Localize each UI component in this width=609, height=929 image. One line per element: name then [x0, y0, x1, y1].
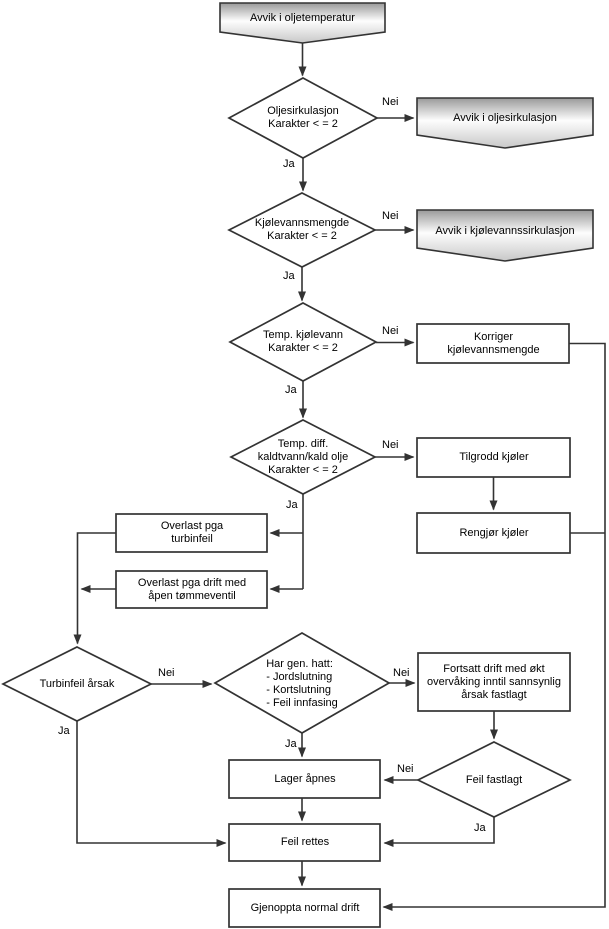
terminator-start: Avvik i oljetemperatur [250, 12, 355, 24]
terminator-avvik-kjolevannssirkulasjon-shape [416, 209, 594, 262]
connector-korriger-to-gjenoppta [382, 342, 606, 911]
decision-turbinfeil-arsak: Turbinfeil årsak [39, 677, 115, 690]
process-feil-rettes: Feil rettes [280, 836, 330, 848]
branch-label-nei-feil-fastlagt: Nei [397, 763, 414, 775]
process-gjenoppta-normal-drift: Gjenoppta normal drift [250, 901, 360, 914]
branch-label-nei-oljesirkulasjon: Nei [382, 96, 399, 108]
branch-label-nei-temp-kjolevann: Nei [382, 325, 399, 337]
branch-label-ja-temp-diff: Ja [286, 499, 298, 511]
terminator-start-shape [219, 2, 386, 44]
process-gjenoppta-normal-drift-shape [228, 888, 381, 928]
connector-feil-fastlagt-ja [383, 817, 495, 847]
connector-turbinfeil-arsak-ja-to-feil-rettes [76, 721, 227, 847]
connector-overlast-turbinfeil-to-turbinfeil-arsak [73, 532, 116, 645]
process-rengjor-kjoler-shape [416, 512, 571, 554]
process-lager-apnes-shape [228, 759, 381, 799]
process-tilgrodd-kjoler-shape [416, 437, 571, 478]
branch-label-ja-turbinfeil-arsak: Ja [58, 725, 70, 737]
process-overlast-tommeventil: Overlast pga drift med åpen tømmeventil [137, 576, 247, 602]
branch-label-nei-kjolevannsmengde: Nei [382, 210, 399, 222]
process-feil-rettes-shape [228, 823, 381, 862]
decision-har-gen-hatt: Har gen. hatt: - Jordslutning - Kortslut… [266, 657, 338, 709]
decision-kjolevannsmengde: Kjølevannsmengde Karakter < = 2 [254, 217, 350, 242]
process-fortsatt-drift: Fortsatt drift med økt overvåking inntil… [427, 662, 561, 701]
process-korriger-kjolevannsmengde-shape [416, 323, 570, 364]
branch-label-nei-turbinfeil-arsak: Nei [158, 667, 175, 679]
process-fortsatt-drift-shape [417, 652, 571, 712]
terminator-avvik-oljesirkulasjon: Avvik i oljesirkulasjon [453, 111, 557, 124]
decision-temp-diff: Temp. diff. kaldtvann/kald olje Karakter… [257, 437, 349, 476]
process-lager-apnes: Lager åpnes [274, 772, 336, 785]
branch-label-ja-har-gen-hatt: Ja [285, 738, 297, 750]
branch-label-ja-temp-kjolevann: Ja [285, 384, 297, 396]
branch-label-ja-feil-fastlagt: Ja [474, 822, 486, 834]
process-overlast-tommeventil-shape [115, 570, 268, 609]
terminator-avvik-kjolevannssirkulasjon: Avvik i kjølevannssirkulasjon [435, 224, 575, 237]
decision-temp-kjolevann: Temp. kjølevann Karakter < = 2 [262, 329, 344, 354]
branch-label-nei-temp-diff: Nei [382, 439, 399, 451]
process-tilgrodd-kjoler: Tilgrodd kjøler [459, 451, 529, 463]
branch-label-ja-oljesirkulasjon: Ja [283, 158, 295, 170]
process-rengjor-kjoler: Rengjør kjøler [459, 526, 529, 539]
process-korriger-kjolevannsmengde: Korriger kjølevannsmengde [447, 331, 540, 356]
process-overlast-turbinfeil: Overlast pga turbinfeil [160, 520, 224, 545]
decision-oljesirkulasjon: Oljesirkulasjon Karakter < = 2 [267, 105, 339, 130]
branch-label-ja-kjolevannsmengde: Ja [283, 270, 295, 282]
decision-feil-fastlagt: Feil fastlagt [465, 773, 523, 786]
terminator-avvik-oljesirkulasjon-shape [416, 97, 594, 149]
branch-label-nei-har-gen-hatt: Nei [393, 667, 410, 679]
